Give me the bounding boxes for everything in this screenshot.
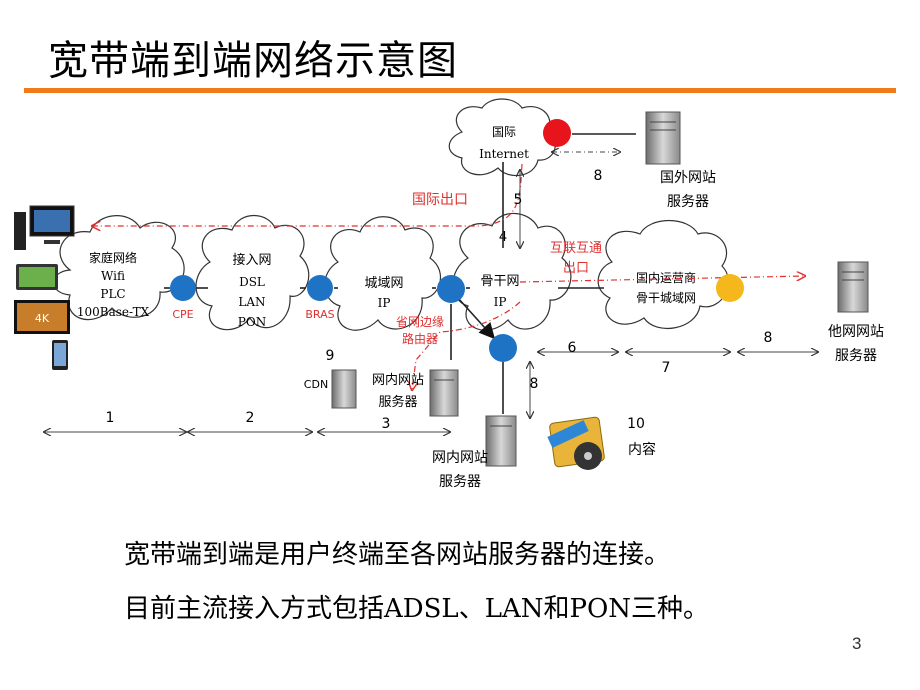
backbone-ip-label: IP	[494, 295, 507, 309]
content-label: 内容	[628, 441, 656, 458]
cloud-international-internet: 国际 Internet	[448, 98, 557, 177]
cpe-label: CPE	[172, 308, 193, 321]
interconnect-label-1: 互联互通	[550, 241, 602, 256]
foreign-server-icon	[645, 111, 681, 165]
access-dsl-label: DSL	[239, 275, 265, 289]
segment-5-label: 5	[514, 192, 523, 208]
edge-router-node	[437, 275, 465, 303]
segment-1-label: 1	[106, 410, 115, 426]
home-ethernet-label: 100Base-TX	[77, 305, 150, 319]
cloud-access-network: 接入网 DSL LAN PON	[195, 215, 310, 331]
cpe-node	[170, 275, 196, 301]
interconnect-label-2: 出口	[563, 261, 589, 276]
page-title: 宽带端到端网络示意图	[48, 38, 458, 84]
other-server-icon	[837, 261, 869, 313]
metro-ip-label: IP	[378, 296, 391, 310]
segment-2-label: 2	[246, 410, 255, 426]
tv-icon: 4K	[14, 300, 70, 334]
cdn-label: CDN	[304, 378, 328, 391]
segment-3-label: 3	[382, 416, 391, 432]
body-line-1: 宽带端到端是用户终端至各网站服务器的连接。	[124, 540, 671, 570]
access-lan-label: LAN	[238, 295, 265, 309]
red-dashed-paths	[92, 163, 805, 390]
domestic-metro-label: 骨干城域网	[636, 291, 696, 305]
tablet-icon	[16, 264, 58, 290]
backbone-network-label: 骨干网	[480, 274, 519, 289]
title-underline	[24, 88, 896, 93]
local-server-upper-icon	[429, 369, 459, 417]
smartphone-icon	[52, 340, 68, 370]
local-server-lower-label-1: 网内网站	[432, 450, 488, 466]
cloud-domestic-operator: 国内运营商 骨干城域网	[597, 220, 729, 330]
desktop-computer-icon	[14, 205, 75, 250]
home-network-label: 家庭网络	[89, 250, 137, 265]
home-wifi-label: Wifi	[101, 269, 125, 283]
segment-8-other-label: 8	[764, 330, 773, 346]
segment-10-label: 10	[627, 416, 645, 432]
local-server-upper-label-2: 服务器	[378, 394, 417, 410]
foreign-server-label-2: 服务器	[667, 194, 709, 210]
other-server-label-1: 他网网站	[828, 324, 884, 340]
cdn-server-icon	[331, 369, 357, 409]
edge-router-label-1: 省网边缘	[396, 315, 444, 329]
domestic-gateway-node	[716, 274, 744, 302]
other-server-label-2: 服务器	[835, 348, 877, 364]
local-server-lower-label-2: 服务器	[439, 474, 481, 490]
media-content-icon	[547, 416, 605, 470]
body-line-2: 目前主流接入方式包括ADSL、LAN和PON三种。	[124, 594, 710, 624]
access-pon-label: PON	[238, 315, 266, 329]
foreign-server-label-1: 国外网站	[660, 170, 716, 186]
bras-node	[307, 275, 333, 301]
intl-exit-label: 国际出口	[412, 192, 468, 208]
page-number: 3	[852, 634, 862, 653]
solid-links	[164, 133, 732, 414]
svg-text:4K: 4K	[35, 312, 50, 325]
access-network-label: 接入网	[232, 252, 271, 268]
segment-arrows	[44, 352, 818, 432]
backbone-router-node	[489, 334, 517, 362]
segment-6-label: 6	[568, 340, 577, 356]
metro-network-label: 城域网	[364, 276, 403, 291]
segment-9-label: 9	[326, 348, 335, 364]
segment-8-intl-label: 8	[594, 168, 603, 184]
intl-internet-label: Internet	[479, 147, 529, 161]
segment-8-local-label: 8	[530, 376, 539, 392]
bras-label: BRAS	[305, 308, 334, 321]
network-diagram: 家庭网络 Wifi PLC 100Base-TX 接入网 DSL LAN PON…	[14, 98, 884, 490]
cloud-metro-network: 城域网 IP	[324, 216, 441, 331]
intl-label: 国际	[492, 125, 516, 139]
edge-router-label-2: 路由器	[402, 331, 438, 346]
domestic-operator-label: 国内运营商	[636, 270, 696, 285]
segment-7-label: 7	[662, 360, 671, 376]
intl-gateway-node	[543, 119, 571, 147]
local-server-upper-label-1: 网内网站	[372, 372, 424, 388]
local-server-lower-icon	[485, 415, 517, 467]
home-plc-label: PLC	[100, 287, 125, 301]
